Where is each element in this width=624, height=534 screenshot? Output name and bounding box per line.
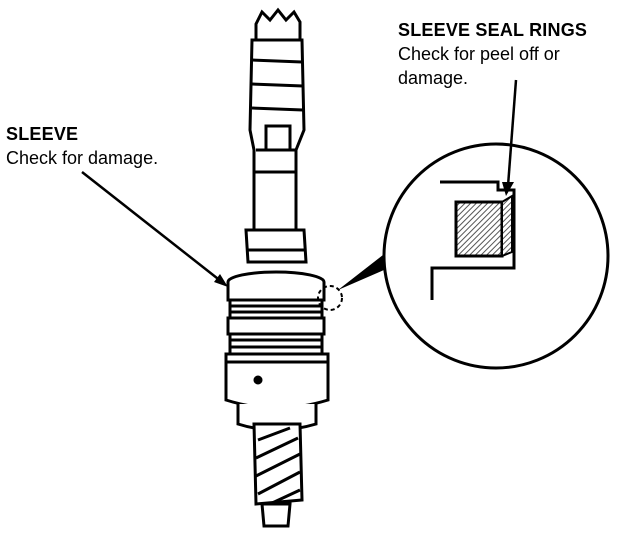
seal-rings-callout-note-line1: Check for peel off or bbox=[398, 44, 560, 64]
shaft-top bbox=[248, 7, 306, 232]
shaft-neck bbox=[244, 228, 308, 264]
seal-rings-callout-title: SLEEVE SEAL RINGS bbox=[398, 20, 588, 40]
sleeve-callout-title: SLEEVE bbox=[6, 124, 79, 144]
helical-gear bbox=[252, 422, 304, 528]
sleeve-body bbox=[224, 270, 330, 432]
sleeve-callout-note: Check for damage. bbox=[6, 148, 159, 168]
seal-rings-callout: SLEEVE SEAL RINGS Check for peel off or … bbox=[398, 18, 587, 90]
seal-rings-leader bbox=[502, 79, 518, 196]
seal-rings-callout-note-line2: damage. bbox=[398, 68, 469, 88]
sleeve-callout: SLEEVE Check for damage. bbox=[6, 122, 158, 170]
detail-magnifier bbox=[317, 142, 610, 370]
sleeve-leader bbox=[81, 171, 228, 287]
